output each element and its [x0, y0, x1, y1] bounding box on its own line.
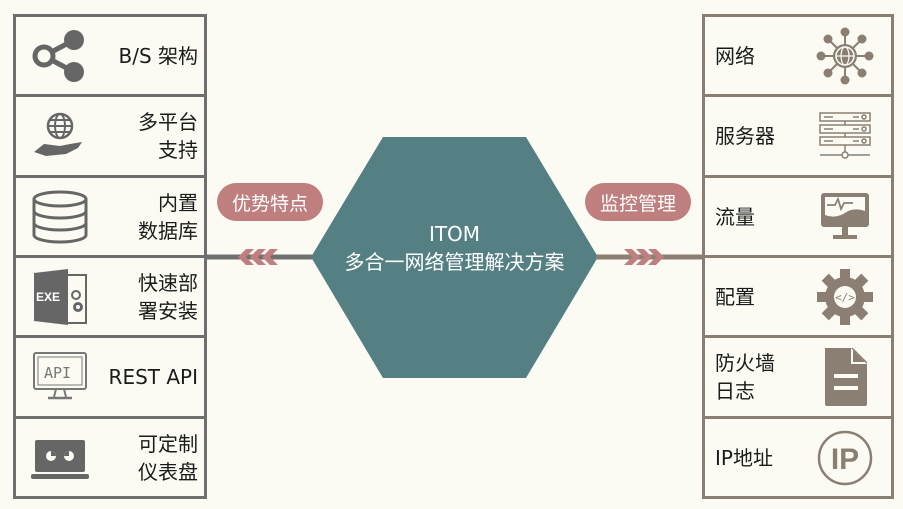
label-line1: 内置: [158, 190, 198, 215]
left-connector-arrows: [206, 249, 314, 265]
label-line2: 支持: [158, 138, 198, 162]
exe-install-icon: EXE: [28, 267, 92, 327]
monitor-item-traffic: 流量: [705, 178, 891, 258]
label-line1: 防火墙: [715, 351, 775, 375]
api-monitor-icon: API: [28, 347, 92, 407]
itom-hexagon: [311, 137, 598, 378]
monitor-label: 流量: [715, 203, 755, 231]
itom-center-label: ITOM 多合一网络管理解决方案: [311, 220, 598, 276]
advantage-item-bs-architecture: B/S 架构: [16, 17, 204, 97]
share-icon: [28, 26, 92, 86]
label-line2: 署安装: [138, 298, 198, 323]
dashboard-laptop-icon: [28, 428, 92, 488]
label-line1: 多平台: [138, 110, 198, 134]
label-line1: 流量: [715, 204, 755, 229]
label-line1: 网络: [715, 43, 755, 68]
label-line2: 数据库: [138, 218, 198, 243]
monitor-item-network: 网络: [705, 17, 891, 97]
monitoring-pill: 监控管理: [585, 183, 691, 221]
label-line1: IP地址: [715, 445, 773, 470]
globe-hand-icon: [28, 106, 92, 166]
database-icon: [28, 187, 92, 247]
advantage-label: REST API: [109, 363, 198, 391]
monitoring-panel: 网络: [702, 14, 894, 499]
monitor-label: 网络: [715, 42, 755, 70]
svg-text:</>: </>: [835, 291, 855, 304]
advantage-item-builtin-database: 内置 数据库: [16, 178, 204, 258]
svg-text:API: API: [44, 364, 71, 382]
advantage-label: B/S 架构: [118, 42, 198, 70]
center-subtitle: 多合一网络管理解决方案: [344, 250, 565, 274]
label-line2: 日志: [715, 379, 755, 403]
network-globe-icon: [813, 26, 877, 86]
monitor-item-config: 配置 </>: [705, 258, 891, 338]
label-line1: 可定制: [138, 431, 198, 456]
advantages-panel: B/S 架构 多平台 支持: [13, 14, 207, 499]
advantage-item-multiplatform: 多平台 支持: [16, 97, 204, 178]
server-rack-icon: [813, 106, 877, 166]
monitor-item-ip-address: IP地址 IP: [705, 419, 891, 496]
ip-address-icon: IP: [813, 428, 877, 488]
label-line1: REST API: [108, 365, 198, 389]
config-gear-icon: </>: [813, 267, 877, 327]
monitor-label: 配置: [715, 283, 755, 311]
svg-text:IP: IP: [831, 443, 859, 476]
label-line1: 配置: [715, 284, 755, 309]
label-line1: 快速部: [138, 270, 198, 295]
advantage-label: 多平台 支持: [138, 108, 198, 164]
advantage-item-rest-api: API REST API: [16, 338, 204, 419]
advantage-label: 内置 数据库: [138, 189, 198, 245]
label-line2: 仪表盘: [138, 459, 198, 484]
advantage-label: 快速部 署安装: [138, 269, 198, 325]
label-line1: B/S 架构: [118, 43, 198, 68]
advantage-label: 可定制 仪表盘: [138, 430, 198, 486]
traffic-monitor-icon: [813, 187, 877, 247]
advantage-item-quick-deploy: EXE 快速部 署安装: [16, 258, 204, 338]
label-line1: 服务器: [715, 124, 775, 148]
advantage-item-custom-dashboard: 可定制 仪表盘: [16, 419, 204, 496]
monitor-item-firewall-log: 防火墙 日志: [705, 338, 891, 419]
monitor-item-server: 服务器: [705, 97, 891, 178]
center-title: ITOM: [428, 222, 481, 246]
monitor-label: IP地址: [715, 444, 773, 472]
monitor-label: 服务器: [715, 122, 775, 150]
advantages-pill: 优势特点: [217, 183, 323, 221]
svg-text:EXE: EXE: [36, 290, 60, 304]
right-connector-arrows: [596, 249, 704, 265]
log-document-icon: [813, 347, 877, 407]
monitor-label: 防火墙 日志: [715, 349, 775, 405]
